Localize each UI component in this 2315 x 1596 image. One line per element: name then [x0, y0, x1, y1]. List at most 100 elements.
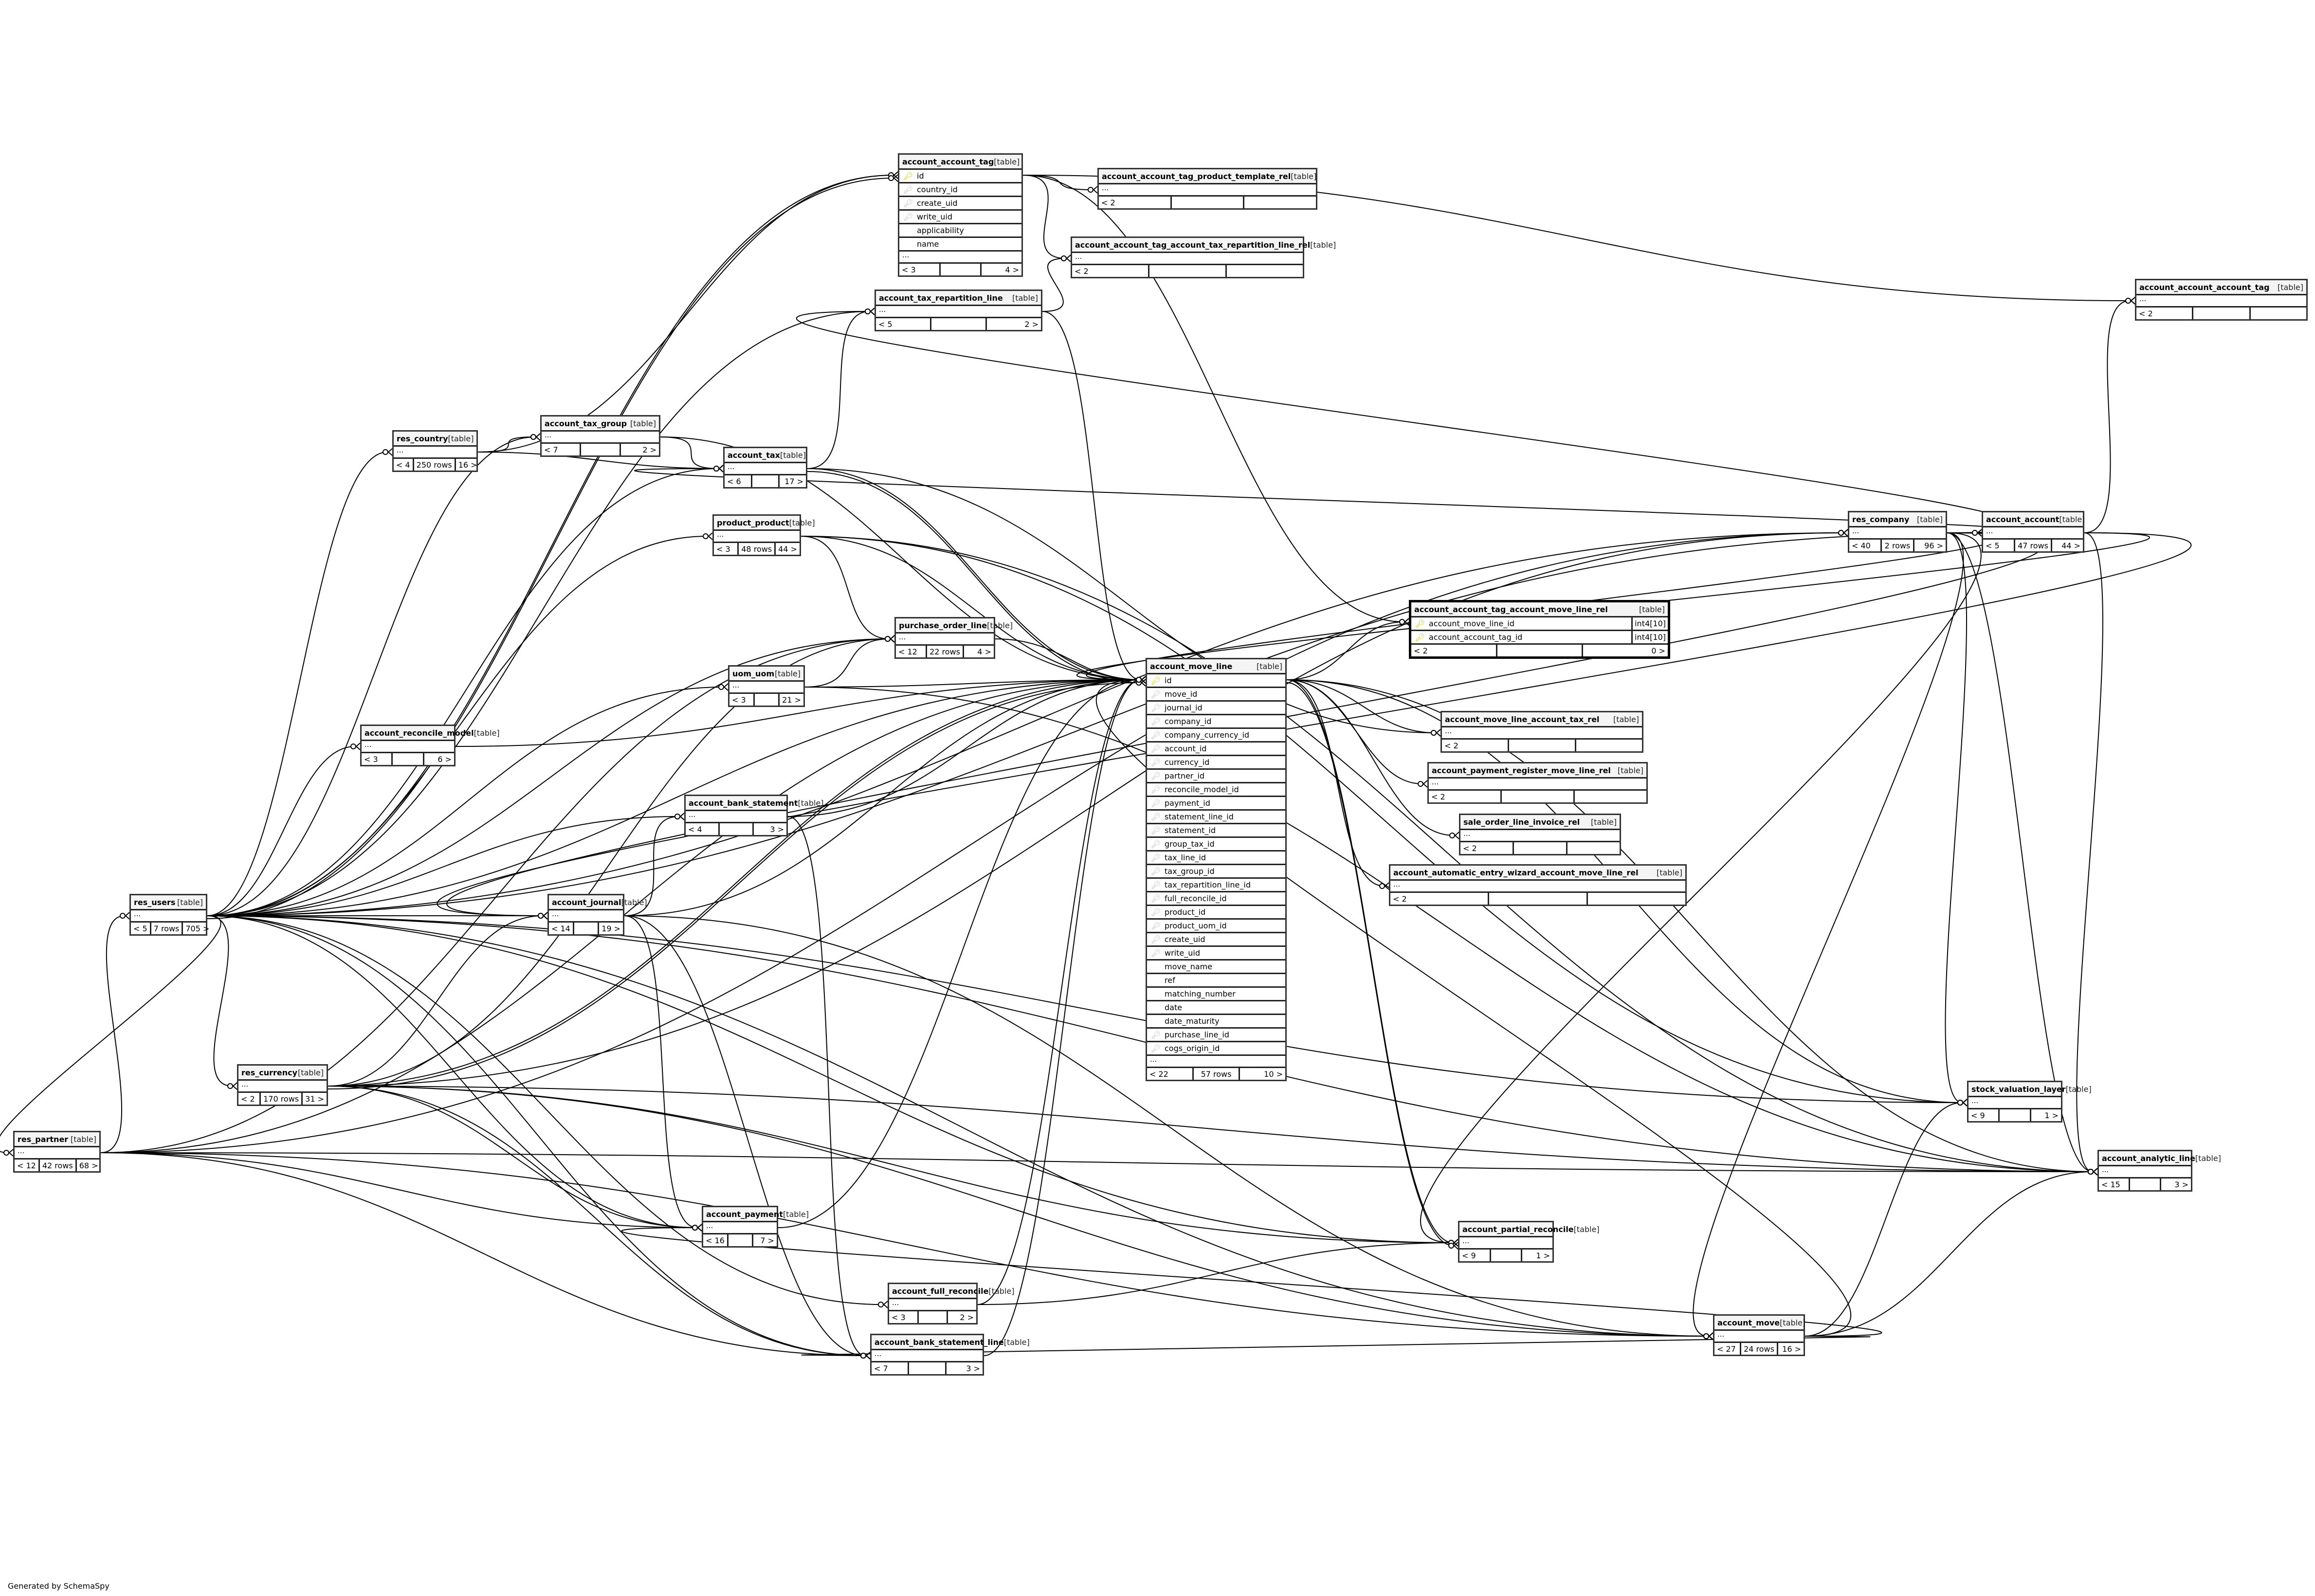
column-row[interactable]: 🔑︎tax_repartition_line_id: [1147, 879, 1285, 892]
column-row[interactable]: 🔑︎partner_id: [1147, 770, 1285, 783]
column-row[interactable]: 🔑︎journal_id: [1147, 702, 1285, 715]
parents-count-link[interactable]: < 27: [1717, 1344, 1736, 1354]
children-count-link[interactable]: 10 >: [1239, 1068, 1285, 1080]
parents-count-link[interactable]: < 9: [1971, 1110, 1985, 1120]
column-row[interactable]: 🔑︎id: [1147, 674, 1285, 688]
column-row[interactable]: name: [899, 238, 1021, 252]
column-row[interactable]: 🔑︎id: [899, 170, 1021, 183]
table-account-move-line[interactable]: account_move_line[table]🔑︎id🔑︎move_id🔑︎j…: [1146, 658, 1287, 1081]
children-count-link[interactable]: [1586, 893, 1685, 905]
children-count-link[interactable]: 17 >: [778, 475, 806, 487]
parents-count-link[interactable]: < 2: [2139, 308, 2153, 318]
column-row[interactable]: move_name: [1147, 961, 1285, 974]
table-name[interactable]: account_account_tag: [902, 157, 994, 166]
parents-count-link[interactable]: < 2: [1431, 792, 1445, 801]
table-name[interactable]: account_account: [1986, 514, 2060, 524]
parents-count-link[interactable]: < 2: [1463, 843, 1477, 853]
parents-count-link[interactable]: < 5: [133, 924, 147, 933]
parents-count-link[interactable]: < 16: [706, 1235, 725, 1245]
table-account-move-line-account-tax-rel[interactable]: account_move_line_account_tax_rel[table]…: [1440, 711, 1643, 753]
children-count-link[interactable]: [1225, 265, 1303, 277]
column-row[interactable]: 🔑︎tax_group_id: [1147, 865, 1285, 879]
table-account-payment-register-move-line-rel[interactable]: account_payment_register_move_line_rel[t…: [1427, 762, 1648, 804]
table-account-account-tag-account-move-line-rel[interactable]: account_account_tag_account_move_line_re…: [1409, 600, 1670, 659]
children-count-link[interactable]: [1573, 791, 1646, 802]
table-name[interactable]: stock_valuation_layer: [1971, 1084, 2066, 1094]
column-row[interactable]: 🔑︎group_tax_id: [1147, 838, 1285, 852]
table-name[interactable]: account_tax_group: [545, 418, 627, 428]
table-name[interactable]: account_tax_repartition_line: [879, 293, 1003, 303]
parents-count-link[interactable]: < 3: [732, 695, 746, 705]
column-row[interactable]: date: [1147, 1001, 1285, 1015]
children-count-link[interactable]: 1 >: [2029, 1109, 2061, 1121]
table-sale-order-line-invoice-rel[interactable]: sale_order_line_invoice_rel[table]...< 2: [1459, 814, 1621, 855]
parents-count-link[interactable]: < 3: [716, 544, 730, 554]
column-row[interactable]: 🔑︎create_uid: [899, 197, 1021, 211]
column-row[interactable]: 🔑︎move_id: [1147, 688, 1285, 702]
table-name[interactable]: account_partial_reconcile: [1462, 1224, 1574, 1234]
parents-count-link[interactable]: < 12: [17, 1161, 36, 1170]
column-row[interactable]: date_maturity: [1147, 1015, 1285, 1029]
parents-count-link[interactable]: < 5: [878, 319, 893, 329]
table-account-account-tag-product-template-rel[interactable]: account_account_tag_product_template_rel…: [1097, 168, 1317, 210]
table-name[interactable]: account_bank_statement_line: [875, 1337, 1004, 1347]
parents-count-link[interactable]: < 3: [364, 754, 378, 764]
table-name[interactable]: account_account_tag_account_move_line_re…: [1414, 604, 1608, 614]
children-count-link[interactable]: 705 >: [182, 923, 212, 934]
parents-count-link[interactable]: < 4: [688, 824, 702, 834]
column-row[interactable]: 🔑︎full_reconcile_id: [1147, 892, 1285, 906]
column-row[interactable]: 🔑︎account_id: [1147, 743, 1285, 756]
table-name[interactable]: res_country: [397, 434, 448, 443]
parents-count-link[interactable]: < 40: [1852, 541, 1871, 550]
parents-count-link[interactable]: < 14: [551, 924, 570, 933]
column-row[interactable]: 🔑︎country_id: [899, 183, 1021, 197]
table-account-automatic-entry-wizard-account-move-line-rel[interactable]: account_automatic_entry_wizard_account_m…: [1389, 864, 1687, 906]
children-count-link[interactable]: 19 >: [598, 923, 623, 934]
parents-count-link[interactable]: < 9: [1462, 1251, 1476, 1260]
column-row[interactable]: 🔑︎company_currency_id: [1147, 729, 1285, 743]
children-count-link[interactable]: 2 >: [947, 1311, 976, 1323]
children-count-link[interactable]: 4 >: [962, 646, 994, 657]
children-count-link[interactable]: 31 >: [301, 1093, 327, 1105]
children-count-link[interactable]: 68 >: [75, 1160, 101, 1171]
parents-count-link[interactable]: < 2: [241, 1094, 255, 1104]
children-count-link[interactable]: 7 >: [751, 1234, 777, 1246]
column-row[interactable]: matching_number: [1147, 988, 1285, 1001]
column-row[interactable]: ref: [1147, 974, 1285, 988]
table-name[interactable]: sale_order_line_invoice_rel: [1463, 817, 1580, 827]
column-row[interactable]: 🔑︎currency_id: [1147, 756, 1285, 770]
children-count-link[interactable]: [2249, 308, 2306, 319]
column-row[interactable]: 🔑︎statement_id: [1147, 824, 1285, 838]
children-count-link[interactable]: 3 >: [945, 1362, 983, 1374]
parents-count-link[interactable]: < 22: [1149, 1069, 1168, 1079]
column-row[interactable]: 🔑︎cogs_origin_id: [1147, 1042, 1285, 1056]
table-name[interactable]: account_payment: [706, 1209, 783, 1219]
children-count-link[interactable]: 0 >: [1582, 645, 1668, 656]
table-name[interactable]: uom_uom: [732, 669, 775, 678]
table-name[interactable]: account_payment_register_move_line_rel: [1432, 765, 1611, 775]
children-count-link[interactable]: 6 >: [422, 753, 454, 765]
column-row[interactable]: 🔑︎create_uid: [1147, 933, 1285, 947]
table-name[interactable]: account_account_tag_account_tax_repartit…: [1075, 240, 1311, 250]
table-name[interactable]: account_move: [1717, 1318, 1780, 1327]
table-account-account-account-tag[interactable]: account_account_account_tag[table]...< 2: [2135, 279, 2308, 321]
column-row[interactable]: 🔑︎product_uom_id: [1147, 920, 1285, 933]
parents-count-link[interactable]: < 4: [396, 460, 410, 470]
parents-count-link[interactable]: < 3: [902, 265, 916, 274]
table-name[interactable]: product_product: [717, 518, 789, 527]
parents-count-link[interactable]: < 3: [892, 1312, 906, 1322]
column-row[interactable]: 🔑︎product_id: [1147, 906, 1285, 920]
table-name[interactable]: account_bank_statement: [689, 798, 798, 808]
children-count-link[interactable]: 21 >: [778, 694, 803, 706]
parents-count-link[interactable]: < 7: [874, 1363, 888, 1373]
parents-count-link[interactable]: < 7: [544, 445, 558, 454]
column-row[interactable]: applicability: [899, 224, 1021, 238]
